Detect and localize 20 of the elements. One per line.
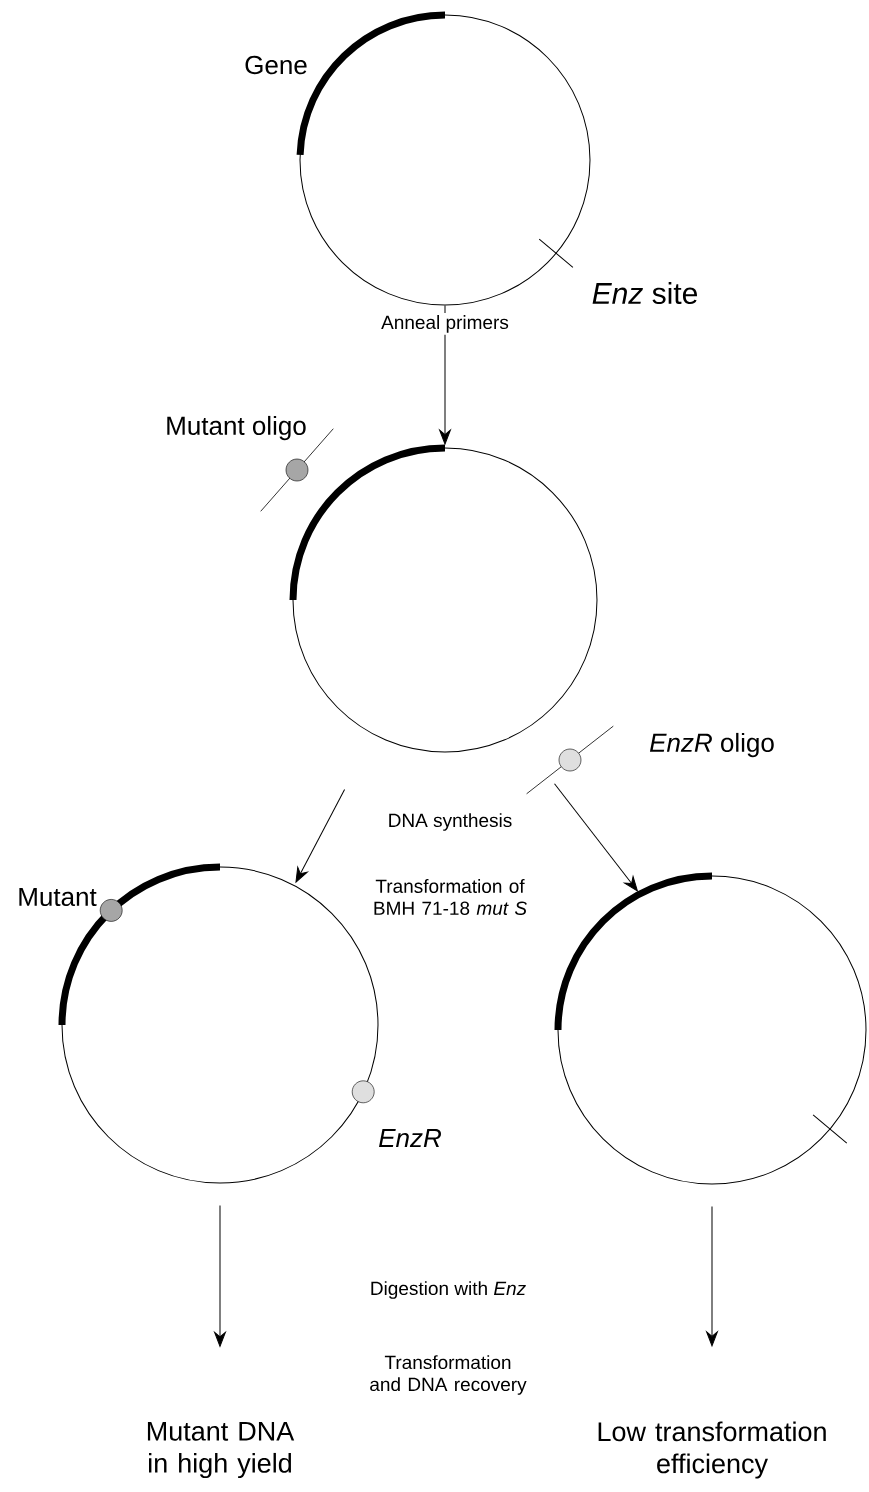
step-label: Transformation of BMH 71-18 mut S: [374, 879, 527, 915]
part-label: Mutant oligo: [167, 415, 306, 441]
step-label: Digestion with Enz: [371, 1281, 526, 1299]
arrow: [554, 783, 638, 892]
arrow: [295, 789, 346, 883]
plasmid-circle: [557, 875, 867, 1185]
result-text: Low transformation efficiency: [598, 1421, 826, 1479]
arrow: [706, 1206, 718, 1347]
step-label: Transformation and DNA recovery: [370, 1355, 527, 1395]
arrow: [439, 305, 451, 445]
step-label: DNA synthesis: [389, 813, 512, 831]
part-label: Enz site: [592, 282, 697, 305]
plasmid-circle: [292, 447, 598, 753]
part-label: Gene: [245, 55, 307, 75]
part-label: Mutant: [19, 887, 97, 907]
edge-label: Anneal primers: [381, 315, 509, 333]
part-label: EnzR oligo: [649, 732, 774, 758]
result-text: Mutant DNA in high yield: [147, 1421, 295, 1479]
part-label: EnzR: [379, 1129, 441, 1147]
arrow: [214, 1205, 226, 1347]
